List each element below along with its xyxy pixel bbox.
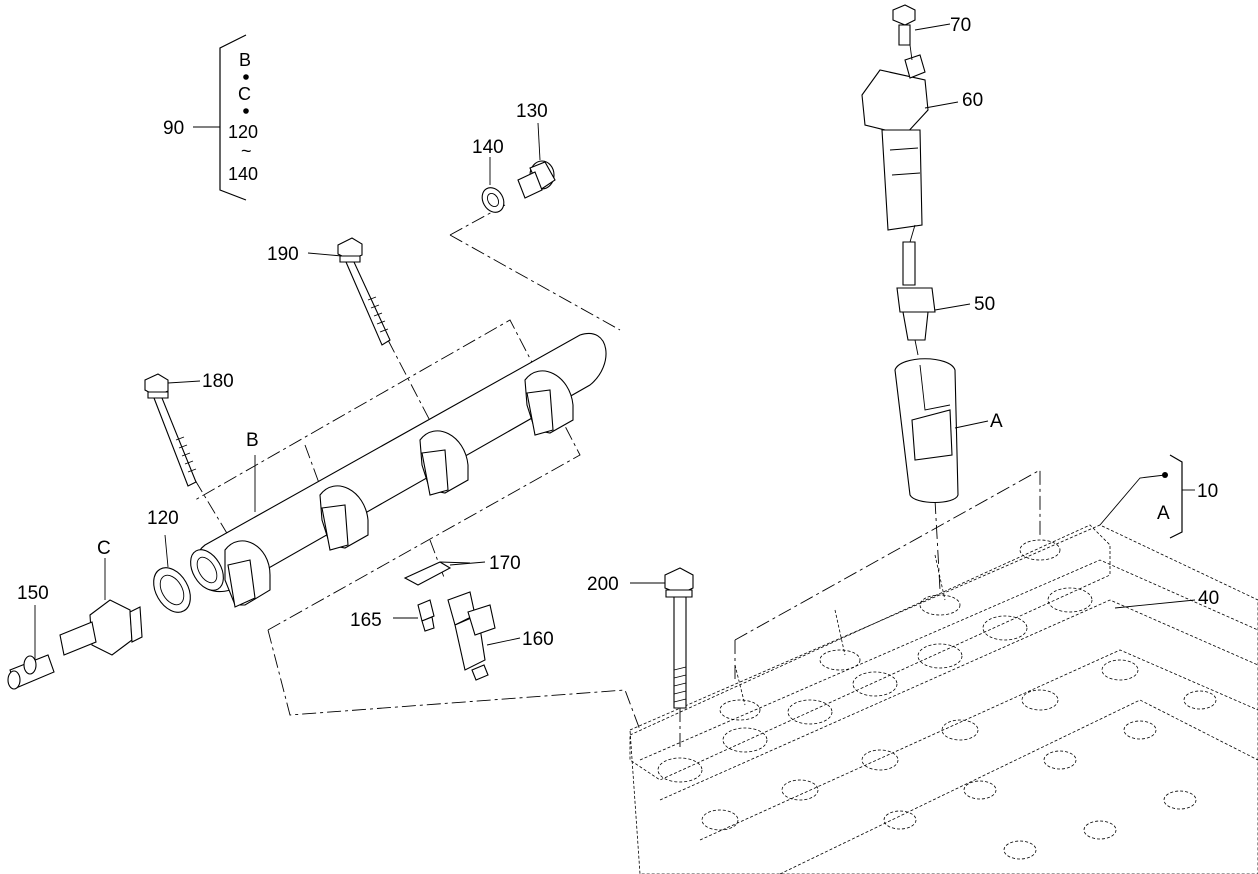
callout-130: 130: [516, 101, 548, 122]
plug-boot-a: [894, 358, 959, 504]
injector-160: [447, 591, 496, 681]
callout-150: 150: [17, 583, 49, 604]
group-90-line-140: 140: [228, 164, 258, 184]
pressure-sensor-c: [59, 599, 143, 656]
connector-150: [7, 654, 55, 690]
group-90-line-c: C: [238, 84, 251, 104]
callout-c: C: [97, 538, 111, 559]
bolt-180: [144, 373, 197, 487]
callout-90: 90: [163, 118, 184, 139]
brace-90: [193, 34, 249, 201]
group-90-contents: B C 120 ~ 140: [228, 50, 258, 184]
callout-40: 40: [1198, 588, 1219, 609]
cylinder-head-ghost: [629, 524, 1258, 874]
callout-70: 70: [950, 15, 971, 36]
leader-lines: [34, 23, 1196, 660]
callout-180: 180: [202, 371, 234, 392]
rail-injector-cups: [224, 370, 574, 608]
callout-60: 60: [962, 90, 983, 111]
head-bosses: [657, 587, 1217, 860]
callout-200: 200: [587, 574, 619, 595]
bolt-190: [337, 237, 391, 346]
ring-120: [153, 567, 191, 613]
callout-a-group: A: [1157, 503, 1170, 524]
brace-10: [1162, 454, 1195, 539]
injector-seat-plate-ghost: [629, 524, 1111, 781]
callout-190: 190: [267, 244, 299, 265]
group-90-line-120: 120: [228, 122, 258, 142]
bolt-200: [664, 567, 694, 709]
washer-140: [481, 187, 505, 213]
callout-labels: 70 60 50 A 10 A 40 200 170 165 160 190 1…: [17, 15, 1219, 650]
callout-120: 120: [147, 508, 179, 529]
callout-165: 165: [350, 610, 382, 631]
callout-10: 10: [1197, 481, 1218, 502]
fuel-rail: [190, 332, 607, 608]
plug-130: [517, 160, 556, 199]
group-90-tilde: ~: [241, 141, 252, 161]
group-90-line-b: B: [239, 50, 251, 70]
callout-b: B: [246, 430, 259, 451]
callout-a-boot: A: [990, 411, 1003, 432]
callout-170: 170: [489, 553, 521, 574]
callout-160: 160: [522, 629, 554, 650]
callout-50: 50: [974, 294, 995, 315]
bolt-70: [892, 4, 916, 46]
coil-axis: [909, 44, 919, 356]
callout-140: 140: [472, 137, 504, 158]
ignition-coil-60: [861, 54, 929, 231]
clip-170: [403, 561, 471, 586]
screw-165: [417, 599, 435, 632]
spark-plug-50: [896, 241, 936, 341]
